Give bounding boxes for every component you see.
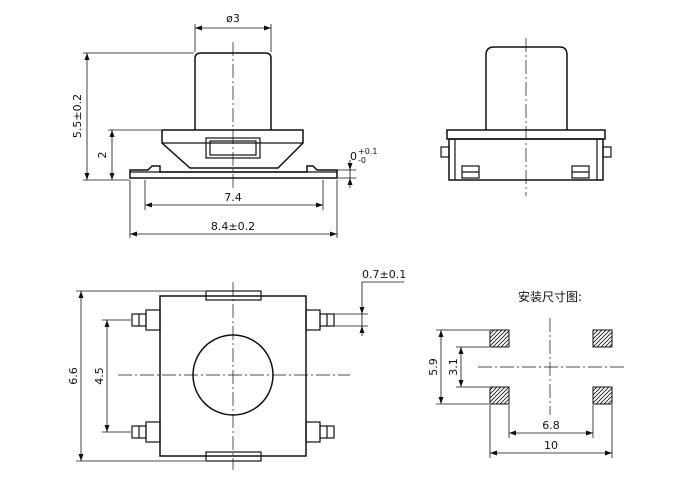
dim-pad-outer-width: 10 — [489, 405, 613, 458]
label-total-width: 8.4±0.2 — [211, 220, 255, 233]
label-body-height: 2 — [96, 152, 109, 159]
front-plunger — [485, 46, 568, 130]
label-offset-plus: +0.1 — [358, 147, 377, 156]
label-diameter: ø3 — [226, 12, 240, 25]
label-pin-pitch: 4.5 — [93, 367, 106, 385]
side-view: ø3 5.5±0.2 2 0 +0.1 -0 — [71, 12, 377, 238]
dim-body-height: 2 — [96, 129, 161, 180]
pad-top-right — [592, 329, 613, 348]
label-pad-outer-height: 5.9 — [427, 358, 440, 376]
label-pad-inner-height: 3.1 — [447, 358, 460, 376]
dim-pad-inner-height: 3.1 — [447, 346, 489, 388]
pad-layout: 安装尺寸图: 5.9 3.1 — [427, 289, 624, 458]
dim-body-width: 7.4 — [144, 180, 324, 210]
dim-total-height: 5.5±0.2 — [71, 52, 194, 181]
dim-total-width: 8.4±0.2 — [129, 180, 338, 238]
dim-pad-inner-width: 6.8 — [508, 405, 594, 438]
left-pins — [131, 309, 161, 443]
top-view: 0.7±0.1 6.6 4.5 — [67, 268, 406, 470]
label-pad-inner-width: 6.8 — [542, 419, 560, 432]
dim-pin-width: 0.7±0.1 — [334, 268, 406, 336]
body-outline — [161, 129, 304, 169]
dim-base-offset: 0 +0.1 -0 — [338, 147, 377, 188]
pad-bottom-right — [592, 386, 613, 405]
label-pin-width: 0.7±0.1 — [362, 268, 406, 281]
dim-diameter: ø3 — [194, 12, 272, 52]
pad-top-left — [489, 329, 510, 348]
label-body-height-top: 6.6 — [67, 367, 80, 385]
front-view — [440, 38, 612, 196]
label-body-width: 7.4 — [224, 191, 242, 204]
label-pad-outer-width: 10 — [544, 439, 558, 452]
label-total-height: 5.5±0.2 — [71, 94, 84, 138]
pad-bottom-left — [489, 386, 510, 405]
label-offset-minus: -0 — [358, 156, 366, 165]
right-pins — [305, 309, 335, 443]
label-offset-base: 0 — [350, 150, 357, 163]
pad-layout-title: 安装尺寸图: — [518, 289, 582, 304]
dim-pad-outer-height: 5.9 — [427, 329, 489, 405]
dim-body-height-top: 6.6 — [67, 290, 205, 462]
dim-pin-pitch: 4.5 — [93, 319, 131, 433]
